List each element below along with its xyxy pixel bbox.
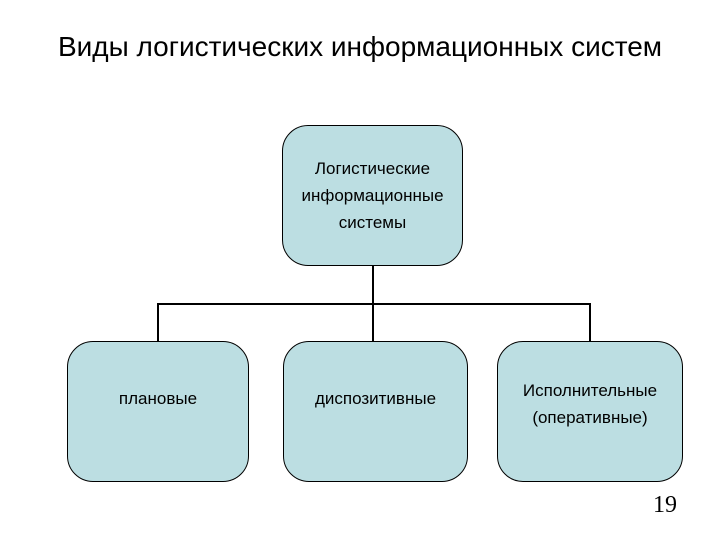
diagram-node-dispositive-label: диспозитивные	[314, 389, 437, 408]
diagram-node-dispositive: диспозитивные	[283, 341, 468, 482]
diagram-node-executive: Исполнительные (оперативные)	[497, 341, 683, 482]
diagram-node-planned-label: плановые	[118, 389, 198, 408]
connector-drop-middle	[372, 305, 374, 341]
diagram-node-executive-label: Исполнительные (оперативные)	[522, 380, 658, 427]
connector-root-drop	[372, 266, 374, 303]
page-number: 19	[653, 492, 677, 518]
connector-drop-left	[157, 305, 159, 341]
slide-title: Виды логистических информационных систем	[57, 31, 663, 62]
connector-horizontal	[157, 303, 591, 305]
diagram-node-root-label: Логистические информационные системы	[301, 159, 444, 232]
diagram-node-root: Логистические информационные системы	[282, 125, 463, 266]
diagram-node-planned: плановые	[67, 341, 249, 482]
connector-drop-right	[589, 305, 591, 341]
